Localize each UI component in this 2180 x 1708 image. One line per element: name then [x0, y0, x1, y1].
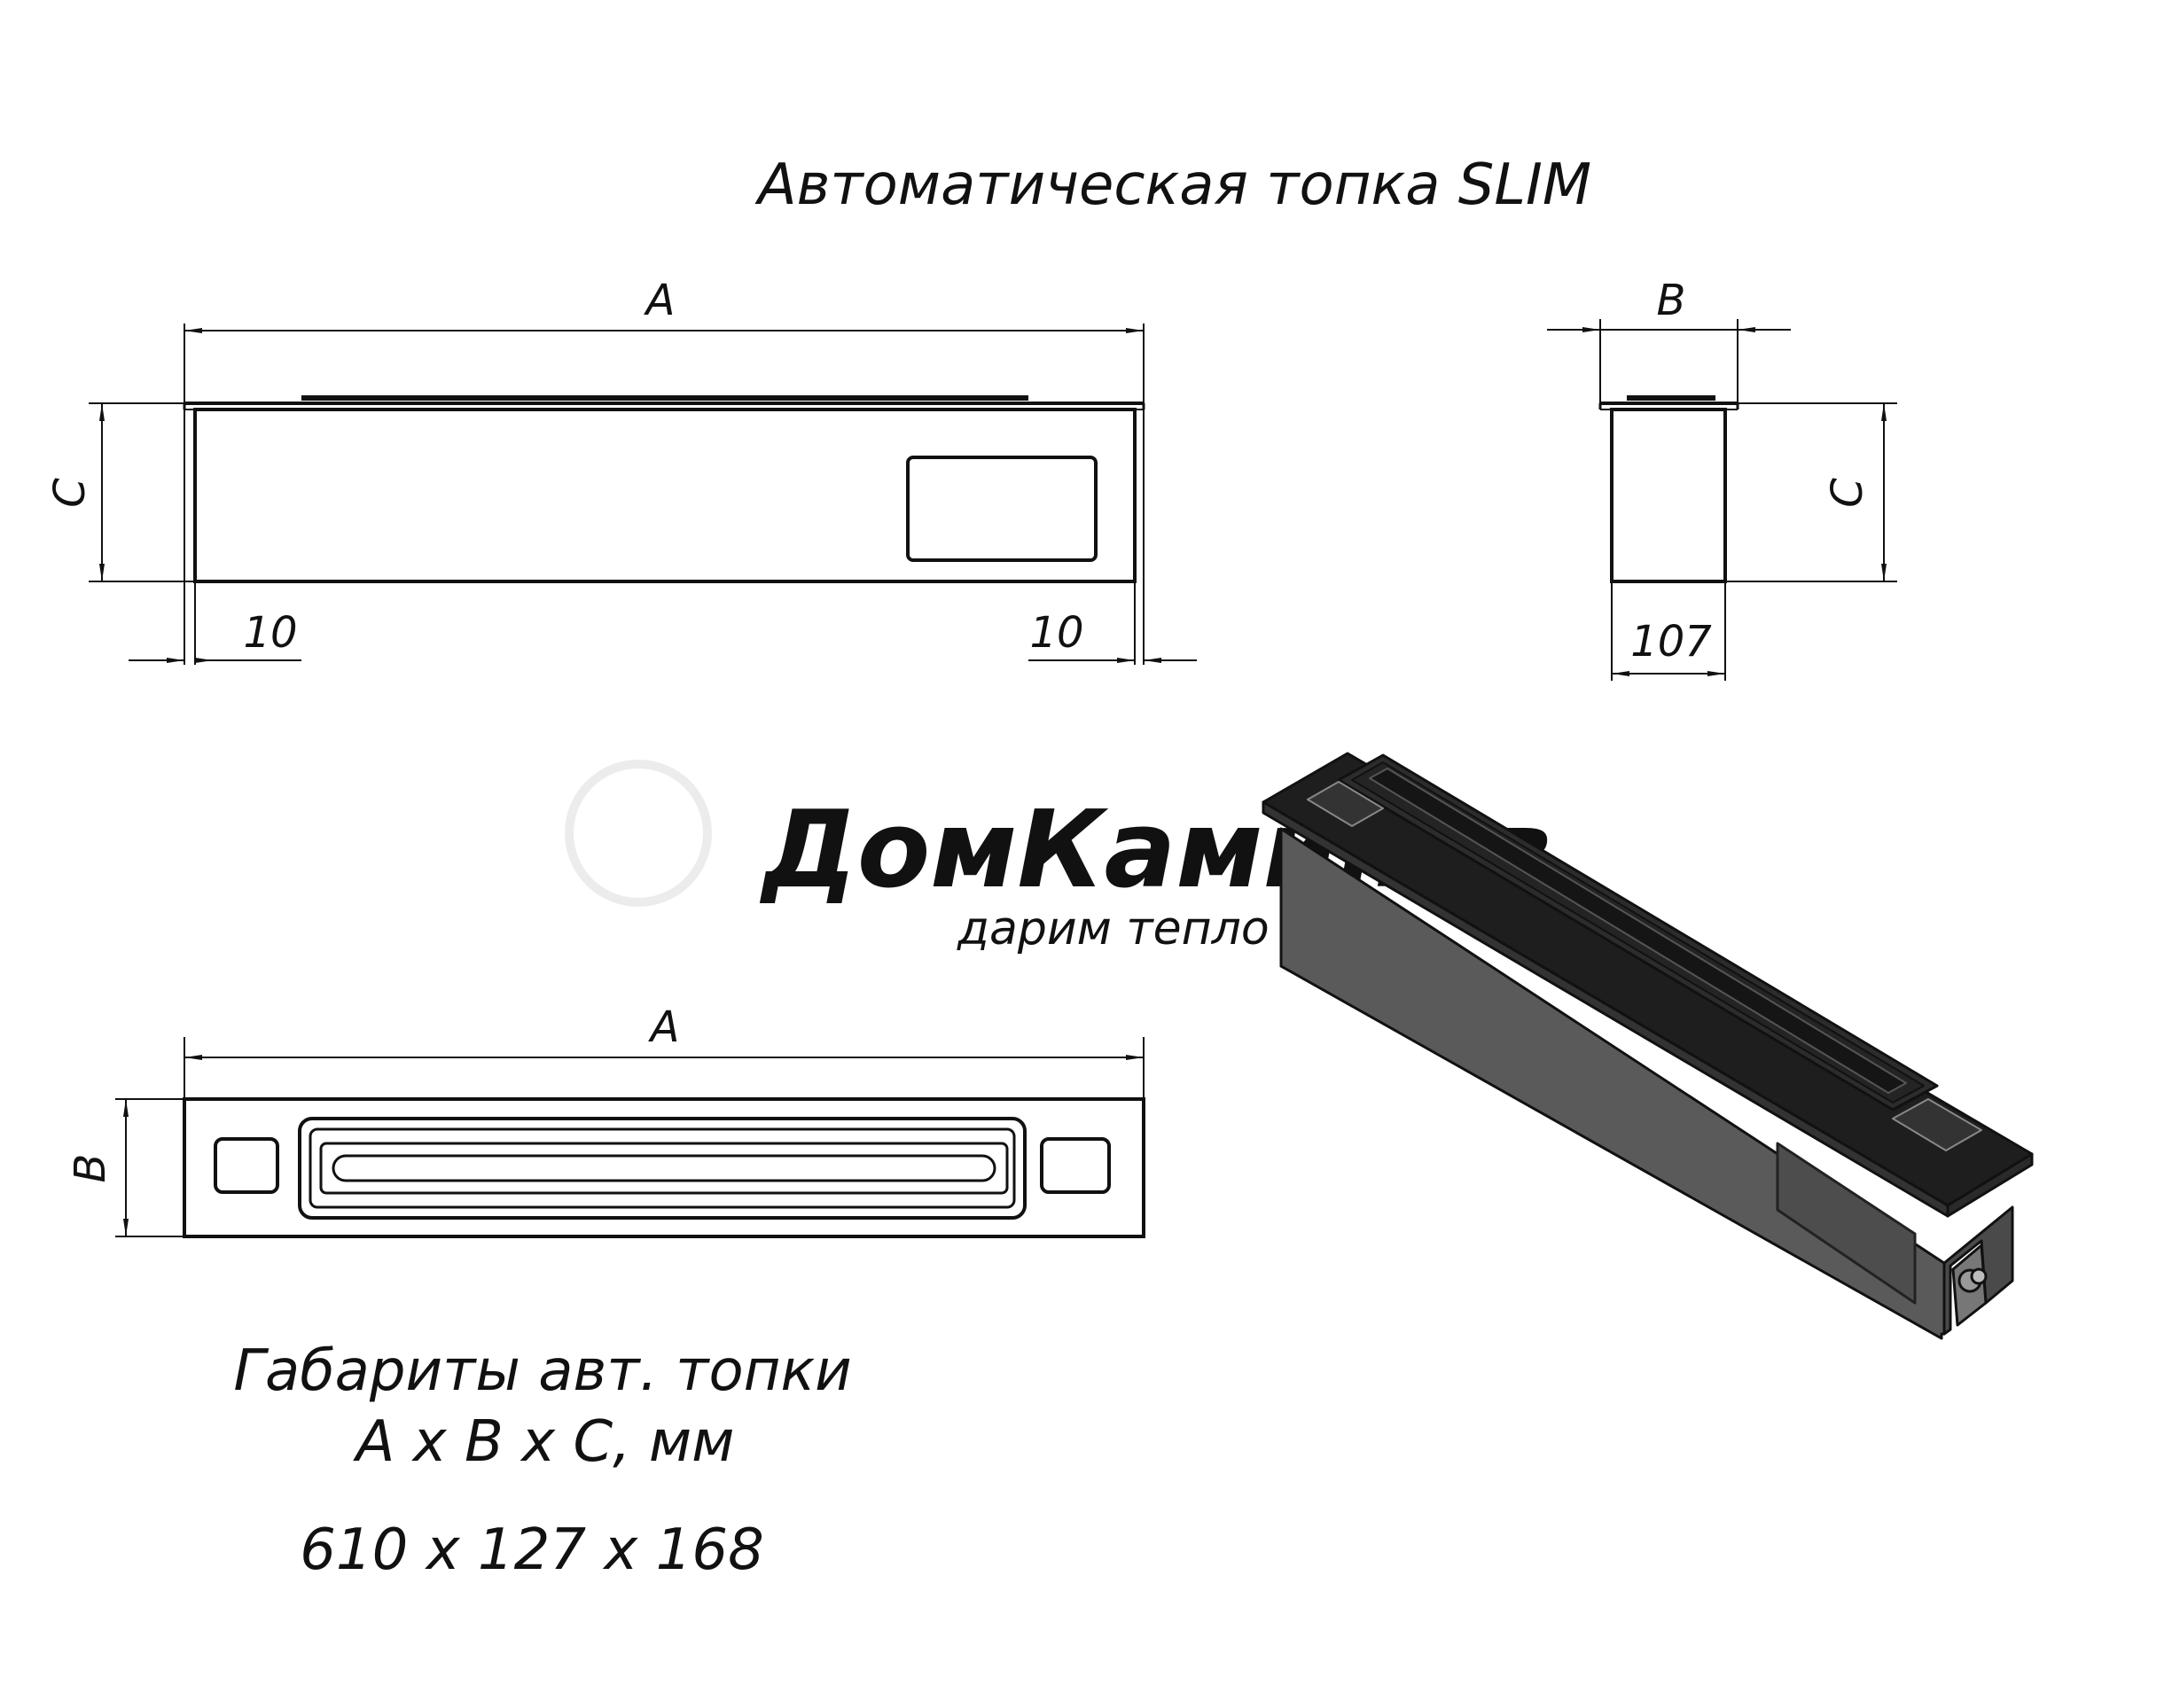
watermark-logo-icon — [565, 760, 712, 907]
top-dim-a-label: A — [648, 1002, 680, 1052]
spec-values: 610 x 127 x 168 — [300, 1517, 764, 1583]
side-dim-b-label: B — [1657, 276, 1686, 325]
spec-line-2: A x B x C, мм — [353, 1409, 735, 1475]
side-view — [1547, 319, 1897, 681]
top-burner-slot — [332, 1154, 996, 1182]
drawing-title: Автоматическая топка SLIM — [754, 152, 1591, 218]
front-view — [89, 324, 1197, 665]
front-body — [193, 408, 1137, 583]
side-body — [1610, 408, 1727, 583]
top-left-pocket — [214, 1137, 279, 1194]
top-body — [183, 1097, 1145, 1238]
top-dim-b-label: B — [66, 1154, 115, 1183]
front-dim-offset-left: 10 — [243, 608, 297, 658]
iso-end-face — [1942, 1205, 2014, 1336]
front-panel — [906, 456, 1098, 562]
iso-front-panel — [1776, 1142, 1917, 1305]
iso-burner-slot — [1369, 768, 1907, 1094]
isometric-view — [1262, 752, 2034, 1340]
front-dim-a-label: A — [644, 276, 676, 325]
top-right-pocket — [1040, 1137, 1111, 1194]
top-burner-frame — [298, 1117, 1027, 1220]
top-view — [115, 1037, 1145, 1238]
front-dim-offset-right: 10 — [1029, 608, 1083, 658]
spec-line-1: Габариты авт. топки — [233, 1338, 851, 1404]
side-dim-107-label: 107 — [1630, 617, 1712, 667]
front-dim-c-label: C — [45, 478, 95, 508]
side-dim-c-label: C — [1823, 478, 1872, 508]
watermark-tagline: дарим тепло — [957, 902, 1270, 955]
